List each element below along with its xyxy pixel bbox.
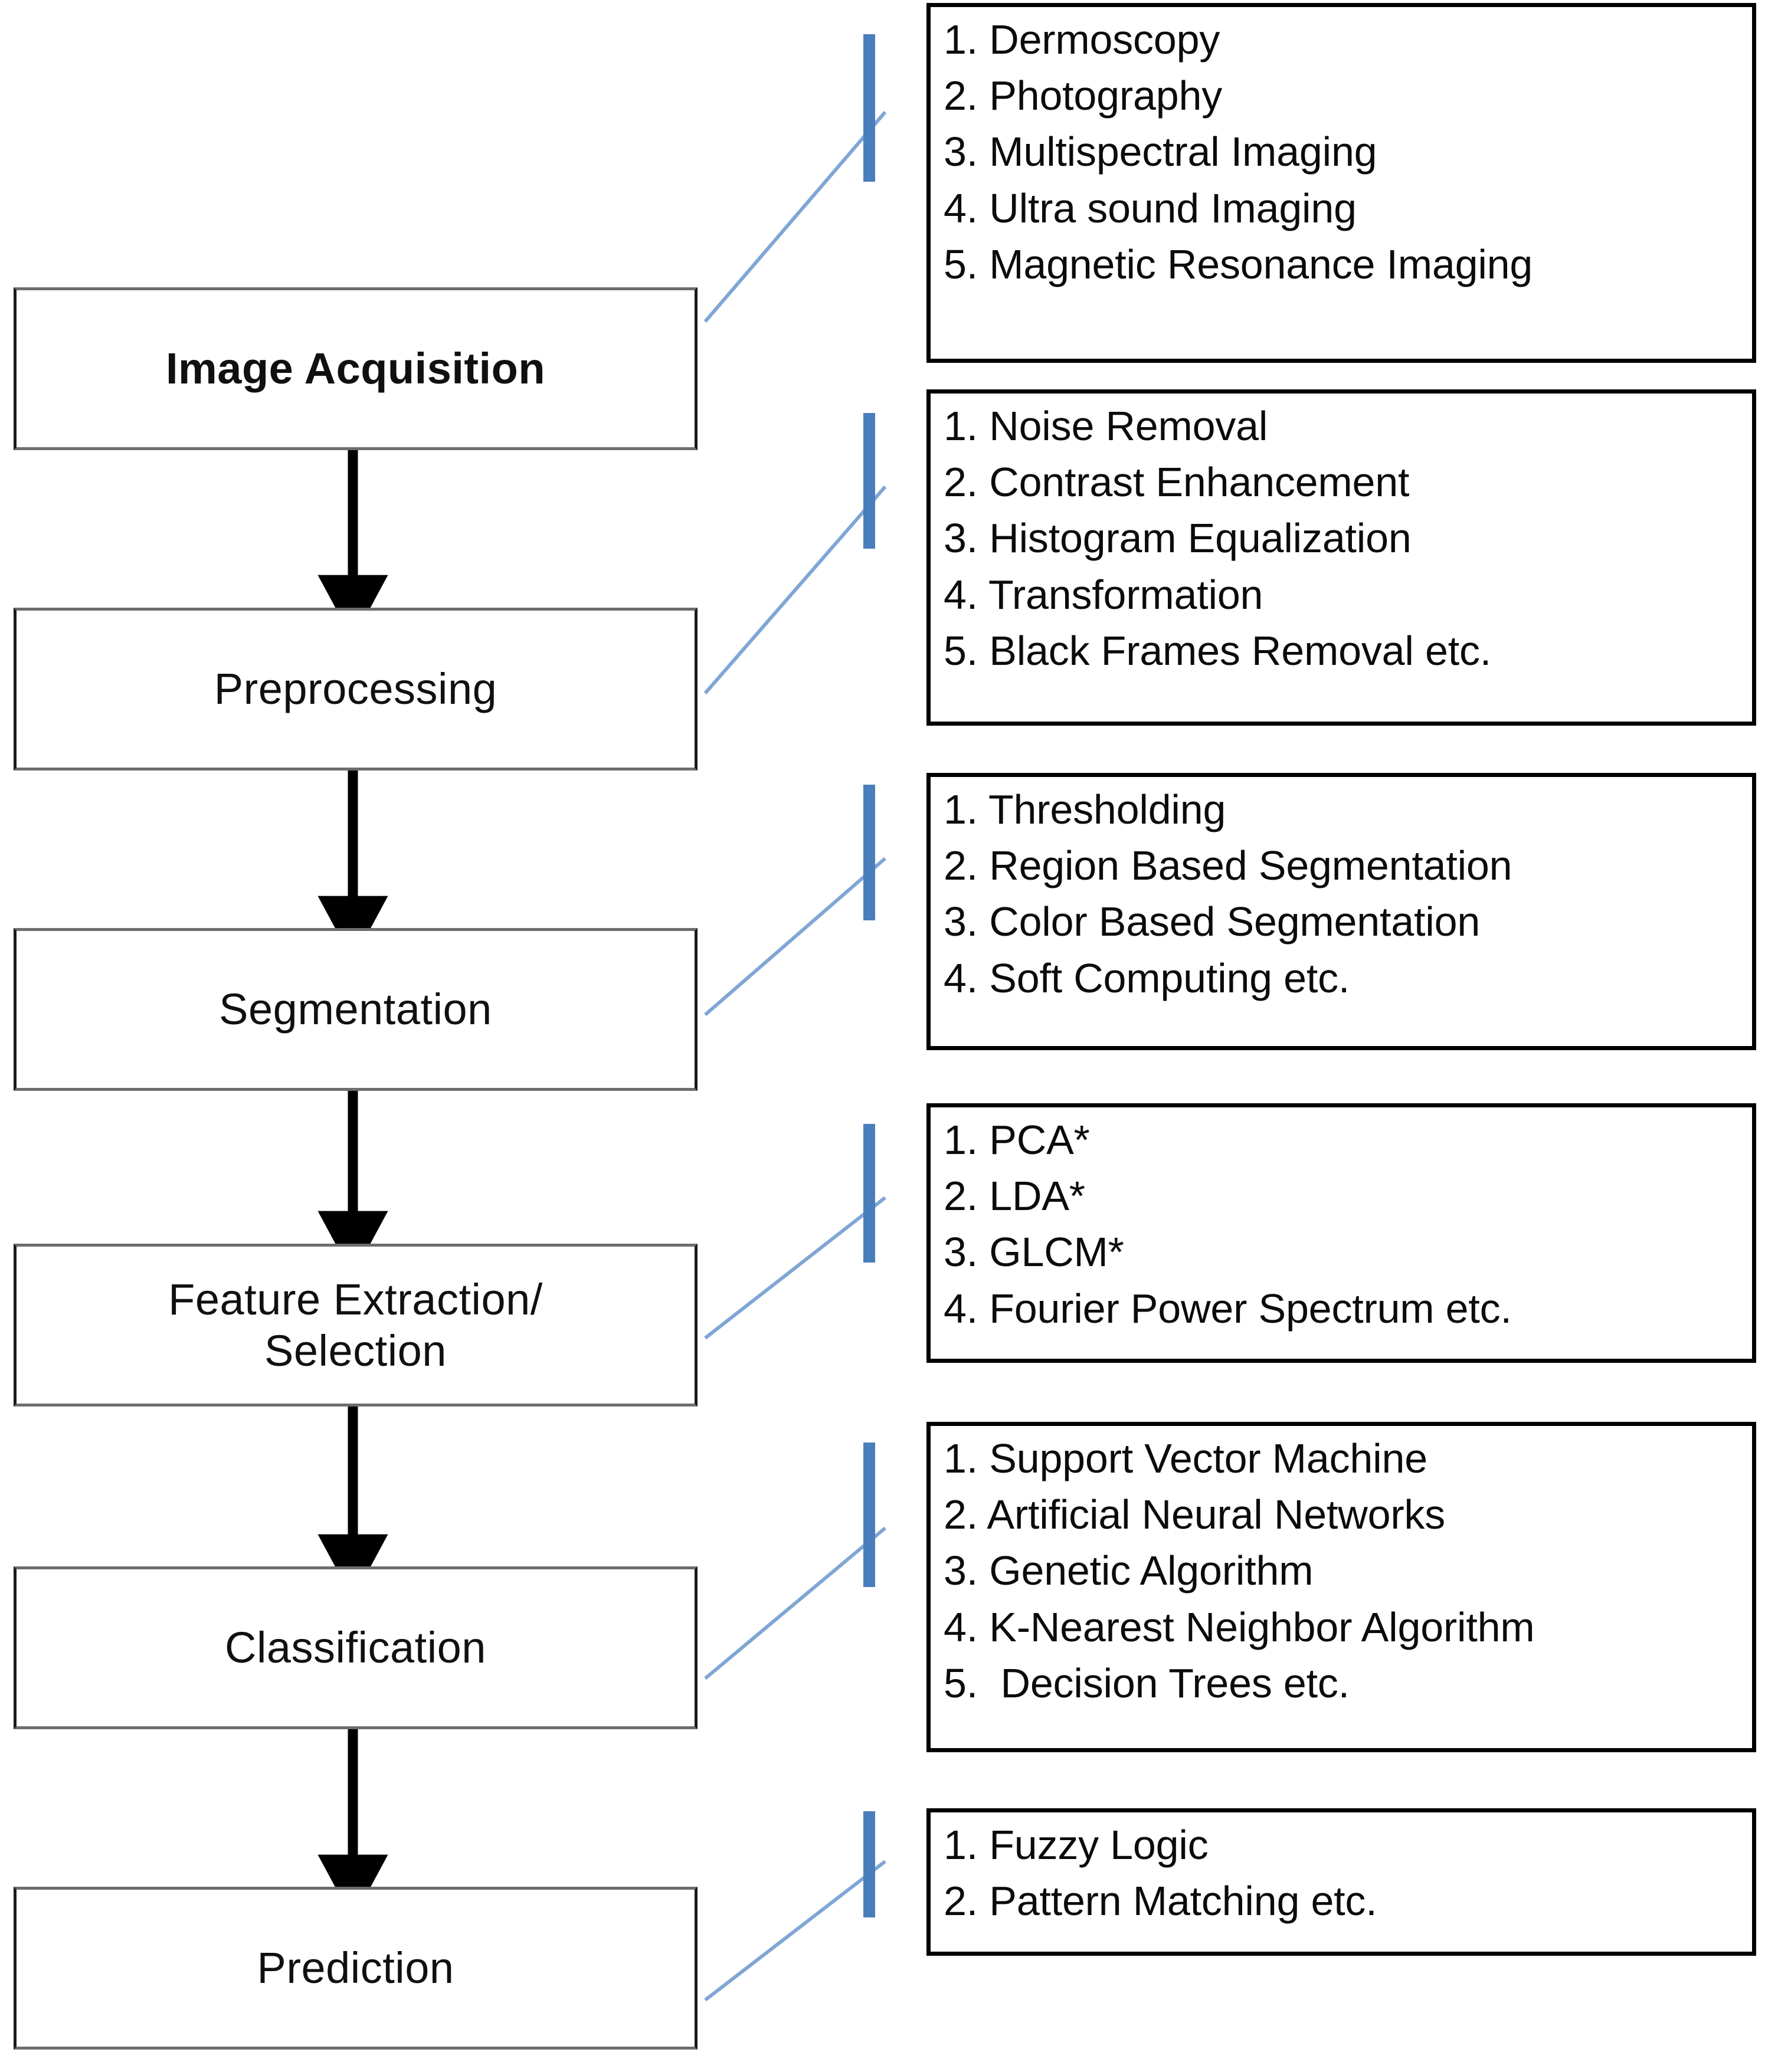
list-item: 1. Noise Removal <box>944 403 1268 449</box>
stage-label-feature-extraction: Feature Extraction/ Selection <box>168 1274 543 1375</box>
leader-line-feature-extraction <box>704 1196 886 1340</box>
list-item: 4. Fourier Power Spectrum etc. <box>944 1285 1512 1332</box>
list-item: 1. Fuzzy Logic <box>944 1822 1209 1868</box>
list-item: 3. Histogram Equalization <box>944 515 1412 562</box>
detail-box-segmentation-methods[interactable]: 1. Thresholding 2. Region Based Segmenta… <box>926 773 1756 1050</box>
stage-box-image-acquisition[interactable]: Image Acquisition <box>14 287 698 450</box>
detail-list-segmentation-methods: 1. Thresholding 2. Region Based Segmenta… <box>944 782 1752 1007</box>
stage-box-feature-extraction[interactable]: Feature Extraction/ Selection <box>14 1244 698 1407</box>
detail-box-preprocessing-methods[interactable]: 1. Noise Removal 2. Contrast Enhancement… <box>926 389 1756 726</box>
list-item: 2. LDA* <box>944 1173 1085 1219</box>
list-item: 3. GLCM* <box>944 1229 1124 1276</box>
stage-label-prediction: Prediction <box>257 1943 454 1993</box>
list-item: 1. Thresholding <box>944 786 1226 832</box>
leader-line-image-acquisition <box>703 111 887 323</box>
leader-line-classification <box>704 1526 886 1680</box>
list-item: 3. Genetic Algorithm <box>944 1548 1314 1594</box>
stage-label-segmentation: Segmentation <box>219 985 492 1034</box>
list-item: 2. Artificial Neural Networks <box>944 1491 1446 1538</box>
detail-box-classification-methods[interactable]: 1. Support Vector Machine 2. Artificial … <box>926 1422 1756 1752</box>
stage-box-segmentation[interactable]: Segmentation <box>14 928 698 1091</box>
list-item: 5. Decision Trees etc. <box>944 1660 1350 1706</box>
leader-line-preprocessing <box>703 486 887 694</box>
list-item: 5. Magnetic Resonance Imaging <box>944 241 1533 287</box>
list-item: 2. Pattern Matching etc. <box>944 1878 1377 1925</box>
list-item: 2. Contrast Enhancement <box>944 459 1410 506</box>
detail-list-feature-extraction-methods: 1. PCA* 2. LDA* 3. GLCM* 4. Fourier Powe… <box>944 1112 1752 1337</box>
list-item: 3. Multispectral Imaging <box>944 129 1377 175</box>
list-item: 1. Dermoscopy <box>944 17 1220 63</box>
leader-lines <box>703 111 887 2002</box>
detail-list-image-acquisition-methods: 1. Dermoscopy 2. Photography 3. Multispe… <box>944 12 1752 293</box>
detail-list-classification-methods: 1. Support Vector Machine 2. Artificial … <box>944 1431 1752 1712</box>
list-item: 4. Ultra sound Imaging <box>944 185 1357 231</box>
list-item: 2. Photography <box>944 73 1222 119</box>
list-item: 4. Transformation <box>944 571 1263 618</box>
stage-box-preprocessing[interactable]: Preprocessing <box>14 608 698 771</box>
stage-label-preprocessing: Preprocessing <box>214 664 497 714</box>
list-item: 1. Support Vector Machine <box>944 1435 1427 1481</box>
list-item: 4. Soft Computing etc. <box>944 955 1350 1001</box>
list-item: 3. Color Based Segmentation <box>944 899 1481 945</box>
list-item: 5. Black Frames Removal etc. <box>944 627 1492 674</box>
detail-box-feature-extraction-methods[interactable]: 1. PCA* 2. LDA* 3. GLCM* 4. Fourier Powe… <box>926 1103 1756 1363</box>
leader-line-prediction <box>704 1860 886 2002</box>
leader-line-segmentation <box>704 857 886 1017</box>
stage-label-classification: Classification <box>225 1623 486 1673</box>
stage-box-prediction[interactable]: Prediction <box>14 1887 698 2050</box>
list-item: 1. PCA* <box>944 1117 1090 1163</box>
stage-box-classification[interactable]: Classification <box>14 1566 698 1729</box>
list-item: 4. K-Nearest Neighbor Algorithm <box>944 1604 1535 1650</box>
detail-box-prediction-methods[interactable]: 1. Fuzzy Logic 2. Pattern Matching etc. <box>926 1808 1756 1956</box>
detail-box-image-acquisition-methods[interactable]: 1. Dermoscopy 2. Photography 3. Multispe… <box>926 3 1756 363</box>
detail-list-preprocessing-methods: 1. Noise Removal 2. Contrast Enhancement… <box>944 398 1752 679</box>
stage-label-image-acquisition: Image Acquisition <box>165 344 546 394</box>
detail-list-prediction-methods: 1. Fuzzy Logic 2. Pattern Matching etc. <box>944 1817 1752 1929</box>
list-item: 2. Region Based Segmentation <box>944 842 1512 889</box>
